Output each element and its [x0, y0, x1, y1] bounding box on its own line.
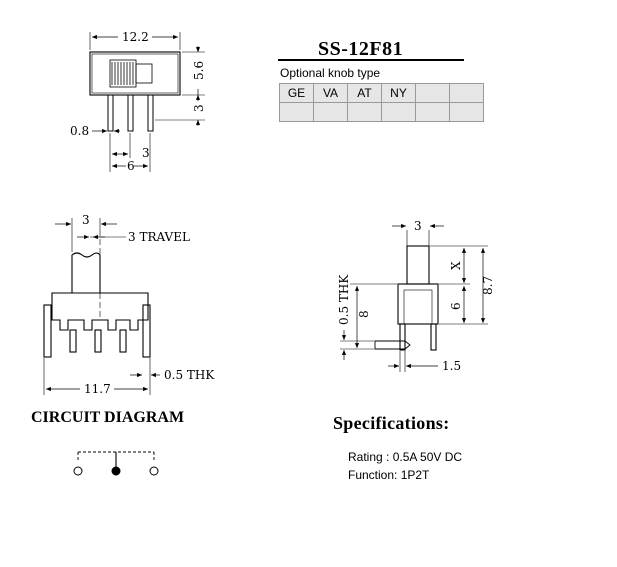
- side-view-lead: [374, 340, 411, 350]
- dim-actuator-height-x: X: [449, 261, 463, 270]
- knob-option-empty-1: [415, 83, 450, 103]
- knob-cell: [415, 102, 450, 122]
- side-view-labels: 3 X 6 8.7 8 0.5 THK 1.5: [337, 219, 495, 373]
- top-view-drawing: [89, 32, 205, 172]
- knob-option-empty-2: [449, 83, 484, 103]
- knob-cell: [313, 102, 348, 122]
- circuit-diagram-title: CIRCUIT DIAGRAM: [31, 409, 185, 426]
- knob-option-ge: GE: [279, 83, 314, 103]
- knob-option-va: VA: [313, 83, 348, 103]
- dim-pin-pitch-3: 3: [142, 146, 150, 160]
- front-view-drawing: [43, 218, 160, 395]
- knob-type-row: GE VA AT NY: [279, 83, 484, 103]
- front-view-body: [51, 292, 149, 331]
- front-view-left-tab: [43, 304, 52, 358]
- front-view-right-tab: [142, 304, 151, 358]
- knob-cell: [347, 102, 382, 122]
- top-view-labels: 12.2 5.6 3 0.8 3 6: [70, 30, 206, 173]
- circuit-terminal-left: [73, 466, 83, 476]
- dim-width-12-2: 12.2: [122, 30, 149, 44]
- side-view-actuator: [406, 245, 430, 285]
- front-view-labels: 3 3 TRAVEL 11.7 0.5 THK: [82, 213, 215, 396]
- dim-thickness: 0.5 THK: [164, 368, 215, 382]
- top-view-pins: [107, 94, 154, 132]
- dim-offset-1-5: 1.5: [442, 359, 461, 373]
- dim-body-width-11-7: 11.7: [84, 382, 111, 396]
- dim-pin-height-8: 8: [357, 310, 371, 318]
- dim-height-5-6: 5.6: [192, 61, 206, 80]
- dim-pin-span-6: 6: [127, 159, 135, 173]
- knob-type-caption: Optional knob type: [280, 66, 381, 80]
- dim-side-actuator-width-3: 3: [414, 219, 422, 233]
- specifications-title: Specifications:: [333, 413, 450, 433]
- knob-cell: [381, 102, 416, 122]
- spec-rating: Rating : 0.5A 50V DC: [348, 450, 463, 464]
- circuit-diagram: [73, 451, 159, 476]
- knob-cell: [449, 102, 484, 122]
- dim-side-thickness: 0.5 THK: [337, 274, 351, 325]
- top-view-knob: [109, 59, 153, 88]
- knob-option-ny: NY: [381, 83, 416, 103]
- dim-pin-dia-0-8: 0.8: [70, 124, 89, 138]
- dim-travel: 3 TRAVEL: [128, 230, 190, 244]
- front-view-actuator: [71, 252, 101, 293]
- spec-function: Function: 1P2T: [348, 468, 430, 482]
- top-view-body: [89, 51, 181, 96]
- knob-type-table: GE VA AT NY: [279, 83, 484, 122]
- part-number-title: SS-12F81: [318, 38, 404, 60]
- knob-cell: [279, 102, 314, 122]
- circuit-terminal-common: [111, 466, 121, 476]
- circuit-terminal-right: [149, 466, 159, 476]
- title-underline: [278, 59, 464, 61]
- dim-total-height-8-7: 8.7: [481, 276, 495, 295]
- knob-type-blank-row: [279, 102, 484, 122]
- knob-option-at: AT: [347, 83, 382, 103]
- dim-pin-length-3: 3: [192, 104, 206, 112]
- side-view-drawing: [340, 223, 488, 372]
- dim-body-height-6: 6: [449, 302, 463, 310]
- dim-actuator-width-3: 3: [82, 213, 90, 227]
